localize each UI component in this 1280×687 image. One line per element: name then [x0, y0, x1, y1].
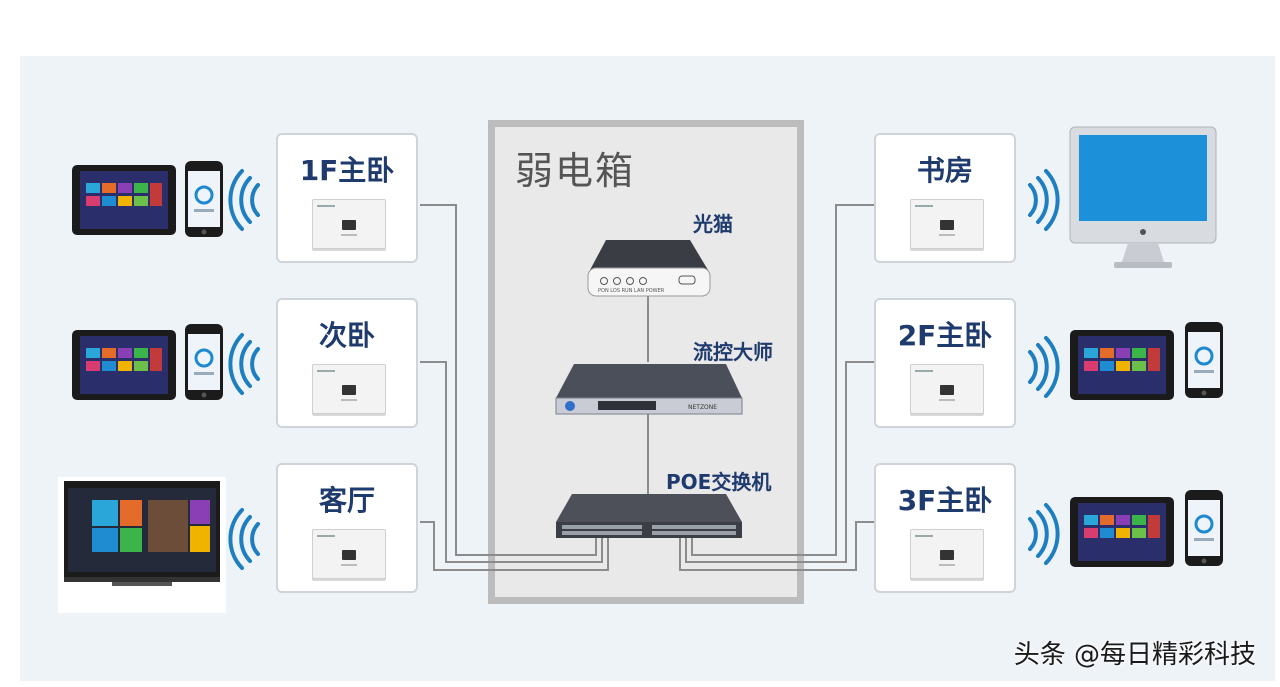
- router-device: NETZONE: [555, 364, 743, 415]
- cable-living-room: [420, 521, 609, 571]
- poe-switch-label: POE交换机: [666, 470, 772, 494]
- wifi-icon: [1028, 503, 1060, 565]
- poe-switch-device: [556, 494, 742, 538]
- room-card: 书房: [874, 133, 1016, 263]
- room-label: 次卧: [318, 319, 375, 352]
- room-card: 1F主卧: [276, 133, 418, 263]
- cable-study: [691, 204, 874, 556]
- room-card: 客厅: [276, 463, 418, 593]
- modem-port-labels: PON LOS RUN LAN POWER: [598, 288, 665, 294]
- access-point-icon: [312, 364, 386, 414]
- network-cables: [420, 204, 874, 571]
- tablet-icon: [72, 165, 176, 235]
- wifi-icon: [228, 333, 260, 395]
- room-card: 3F主卧: [874, 463, 1016, 593]
- access-point-icon: [312, 199, 386, 249]
- cable-1f-master: [420, 204, 597, 556]
- wifi-signals: [228, 169, 1060, 570]
- tv-icon: [58, 477, 226, 613]
- tablet-icon: [1070, 330, 1174, 400]
- router-brand-label: NETZONE: [688, 404, 717, 411]
- tablet-icon: [1070, 497, 1174, 567]
- room-label: 1F主卧: [299, 154, 395, 187]
- wifi-icon: [1028, 169, 1060, 231]
- access-point-icon: [910, 199, 984, 249]
- cable-3f-master: [679, 521, 874, 571]
- tablet-icon: [72, 330, 176, 400]
- modem-label: 光猫: [693, 212, 733, 236]
- room-label: 书房: [916, 154, 973, 187]
- phone-icon: [1183, 320, 1225, 400]
- access-point-icon: [910, 364, 984, 414]
- cable-2f-master: [685, 361, 874, 563]
- cable-second-bedroom: [420, 361, 603, 563]
- monitor-icon: [1069, 126, 1217, 268]
- access-point-icon: [312, 529, 386, 579]
- access-point-icon: [910, 529, 984, 579]
- phone-icon: [1183, 488, 1225, 568]
- wifi-icon: [228, 169, 260, 231]
- watermark: 头条 @每日精彩科技: [1013, 640, 1256, 670]
- modem-device: PON LOS RUN LAN POWER: [587, 240, 711, 297]
- flow-controller-label: 流控大师: [693, 340, 773, 364]
- room-card: 次卧: [276, 298, 418, 428]
- phone-icon: [183, 159, 225, 239]
- wifi-icon: [1028, 336, 1060, 398]
- wiring-closet-title: 弱电箱: [515, 149, 636, 193]
- room-label: 3F主卧: [897, 484, 993, 517]
- room-label: 客厅: [318, 484, 375, 517]
- phone-icon: [183, 322, 225, 402]
- room-card: 2F主卧: [874, 298, 1016, 428]
- wifi-icon: [228, 508, 260, 570]
- room-label: 2F主卧: [897, 319, 993, 352]
